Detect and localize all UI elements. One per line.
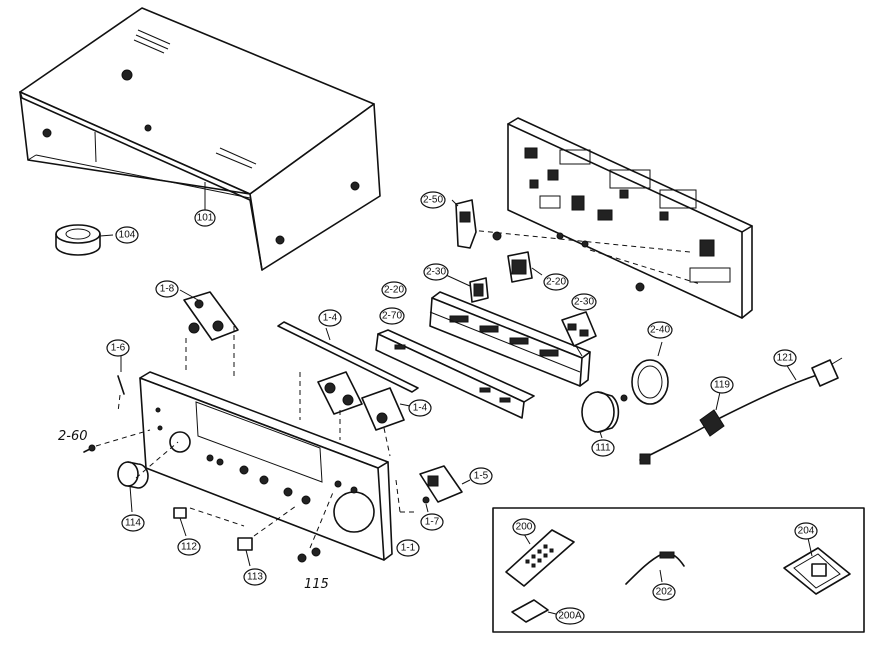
svg-text:200A: 200A xyxy=(558,611,582,622)
screw-1-6 xyxy=(117,356,125,395)
svg-text:200: 200 xyxy=(516,522,533,533)
label-1-5: 1-5 xyxy=(469,467,493,485)
bracket-1-4 xyxy=(317,371,411,431)
switch-block-1-5 xyxy=(419,465,471,503)
jack-assembly-1-8 xyxy=(179,289,239,341)
handwritten-label-2-60: 2-60 xyxy=(58,429,88,444)
screw-1-7 xyxy=(422,496,430,513)
fm-antenna-202 xyxy=(625,551,685,585)
display-board-2-70 xyxy=(375,329,535,419)
label-2-30b: 2-30 xyxy=(571,293,597,311)
ring-2-40 xyxy=(631,341,669,405)
svg-text:1-4: 1-4 xyxy=(323,313,338,324)
svg-text:2-30: 2-30 xyxy=(574,297,594,308)
svg-text:1-8: 1-8 xyxy=(160,284,175,295)
svg-text:104: 104 xyxy=(119,230,136,241)
svg-text:2-20: 2-20 xyxy=(546,277,566,288)
am-loop-antenna-204 xyxy=(783,537,851,595)
label-204: 204 xyxy=(794,522,818,540)
screw-2-60 xyxy=(83,444,96,453)
svg-text:1-5: 1-5 xyxy=(474,471,489,482)
label-1-7: 1-7 xyxy=(420,513,444,531)
svg-text:202: 202 xyxy=(656,587,673,598)
label-114: 114 xyxy=(121,514,145,532)
svg-text:2-70: 2-70 xyxy=(382,311,402,322)
label-1-6: 1-6 xyxy=(106,339,130,357)
label-1-1: 1-1 xyxy=(396,539,420,557)
buttons-115 xyxy=(297,547,321,563)
svg-text:101: 101 xyxy=(197,213,214,224)
svg-text:121: 121 xyxy=(777,353,794,364)
screw-row xyxy=(469,229,701,292)
front-panel-1-1 xyxy=(139,371,393,561)
switch-2-30 xyxy=(445,274,489,303)
label-202: 202 xyxy=(652,583,676,601)
svg-text:1-4: 1-4 xyxy=(413,403,428,414)
label-101: 101 xyxy=(194,209,216,227)
svg-text:2-50: 2-50 xyxy=(423,195,443,206)
label-1-8: 1-8 xyxy=(155,280,179,298)
label-2-70: 2-70 xyxy=(379,307,405,325)
top-cover xyxy=(19,7,381,271)
terminal-2-50 xyxy=(451,199,477,249)
button-112 xyxy=(173,507,187,537)
label-2-20a: 2-20 xyxy=(381,281,407,299)
rear-board xyxy=(507,117,753,319)
module-2-30 xyxy=(561,311,597,357)
label-1-4b: 1-4 xyxy=(408,399,432,417)
label-2-40: 2-40 xyxy=(647,321,673,339)
label-200: 200 xyxy=(512,518,536,536)
svg-text:119: 119 xyxy=(714,380,730,391)
connector-2-20 xyxy=(507,251,543,283)
svg-text:1-6: 1-6 xyxy=(111,343,126,354)
handwritten-label-115: 115 xyxy=(304,577,329,592)
display-strip-1-4 xyxy=(277,321,419,393)
knob-111 xyxy=(581,391,628,439)
power-cord-121 xyxy=(639,357,843,465)
label-111: 111 xyxy=(591,439,615,457)
label-113: 113 xyxy=(243,568,267,586)
battery-cover-200a xyxy=(511,599,557,623)
part-labels: 101 104 1-8 1-6 1-4 1-4 2-70 2-20 2-30 2… xyxy=(106,191,818,625)
label-1-4a: 1-4 xyxy=(318,309,342,327)
label-2-30a: 2-30 xyxy=(423,263,449,281)
label-119: 119 xyxy=(710,376,734,394)
svg-text:204: 204 xyxy=(798,526,815,537)
svg-text:114: 114 xyxy=(125,518,141,529)
svg-text:2-30: 2-30 xyxy=(426,267,446,278)
svg-text:113: 113 xyxy=(247,572,263,583)
label-2-50: 2-50 xyxy=(420,191,446,209)
svg-text:111: 111 xyxy=(595,443,611,454)
front-board-2-20 xyxy=(429,291,591,387)
svg-text:2-20: 2-20 xyxy=(384,285,404,296)
knob-114 xyxy=(117,461,149,513)
label-2-20b: 2-20 xyxy=(543,273,569,291)
label-121: 121 xyxy=(773,349,797,367)
svg-text:2-40: 2-40 xyxy=(650,325,670,336)
svg-text:1-1: 1-1 xyxy=(401,543,416,554)
label-112: 112 xyxy=(177,538,201,556)
foot-104 xyxy=(55,224,114,256)
accessories-box xyxy=(492,507,865,633)
svg-text:112: 112 xyxy=(181,542,197,553)
svg-text:1-7: 1-7 xyxy=(425,517,440,528)
remote-control-200 xyxy=(505,529,575,587)
label-104: 104 xyxy=(115,226,139,244)
label-200a: 200A xyxy=(555,607,585,625)
assembly-guides xyxy=(95,326,418,549)
button-113 xyxy=(237,537,253,567)
